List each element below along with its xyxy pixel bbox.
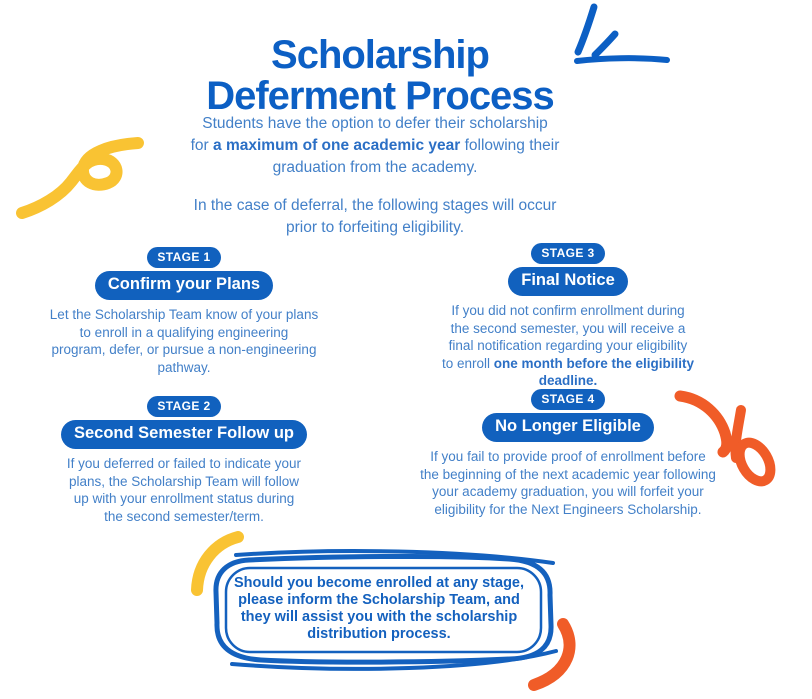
stage-2-badge: STAGE 2 <box>147 396 221 417</box>
stage-3-body: If you did not confirm enrollment during… <box>417 302 719 390</box>
yellow-squiggle-icon <box>16 137 144 219</box>
orange-arc-icon <box>528 618 576 691</box>
stage-3-title-pill: Final Notice <box>508 267 628 296</box>
intro-text: following their graduation from the acad… <box>272 136 560 176</box>
stage-2-body: If you deferred or failed to indicate yo… <box>66 456 302 524</box>
stage-4-title-pill: No Longer Eligible <box>482 413 654 442</box>
yellow-arc-icon <box>191 531 244 596</box>
stage-4-body: If you fail to provide proof of enrollme… <box>420 449 716 517</box>
orange-loop-squiggle-icon <box>674 390 776 487</box>
stage-4-block: STAGE 4 No Longer Eligible If you fail t… <box>403 389 733 518</box>
stage-1-title-pill: Confirm your Plans <box>94 271 274 300</box>
stage-4-badge: STAGE 4 <box>531 389 605 410</box>
callout-border-sketch <box>213 549 558 671</box>
stage-1-body: Let the Scholarship Team know of your pl… <box>49 307 319 375</box>
stage-3-badge: STAGE 3 <box>531 243 605 264</box>
stage-1-badge: STAGE 1 <box>147 247 221 268</box>
stage-3-body-bold: one month before the eligibility deadlin… <box>493 355 695 389</box>
intro-paragraph-2: In the case of deferral, the following s… <box>193 196 557 236</box>
stage-1-block: STAGE 1 Confirm your Plans Let the Schol… <box>33 247 335 376</box>
sparkle-accent-icon <box>574 3 670 64</box>
page-title: Scholarship Deferment Process <box>206 32 555 118</box>
intro-text: Students have the option to defer their … <box>190 114 548 154</box>
intro-paragraph-1: Students have the option to defer their … <box>150 113 600 179</box>
stage-2-block: STAGE 2 Second Semester Follow up If you… <box>33 396 335 525</box>
callout-text: Should you become enrolled at any stage,… <box>233 575 525 642</box>
intro-bold-text: a maximum of one academic year <box>213 136 461 154</box>
stage-3-block: STAGE 3 Final Notice If you did not conf… <box>417 243 719 390</box>
stage-3-body-text: If you did not confirm enrollment during… <box>441 303 688 371</box>
stage-2-title-pill: Second Semester Follow up <box>60 420 308 449</box>
